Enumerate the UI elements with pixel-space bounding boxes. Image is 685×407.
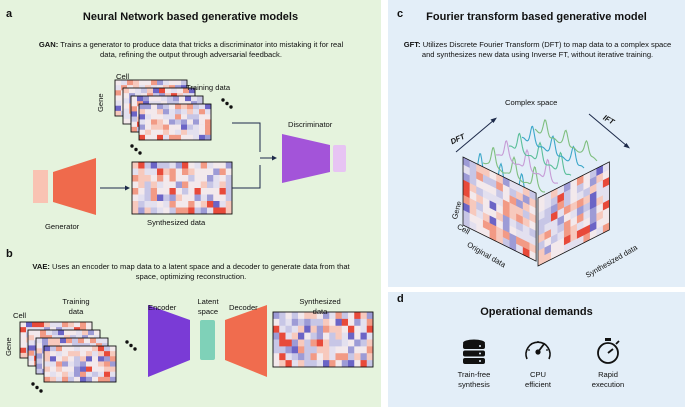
train-to-disc-connector	[232, 122, 261, 152]
disc-arrowhead	[272, 155, 277, 161]
panel-d	[388, 292, 685, 407]
vae-term: VAE:	[32, 262, 50, 271]
vae-training-stack	[19, 321, 117, 383]
generator-funnel	[53, 158, 96, 215]
gft-term: GFT:	[403, 40, 421, 49]
gan-training-stack	[114, 79, 212, 141]
discriminator-output-block	[333, 145, 346, 172]
stopwatch-icon	[597, 338, 620, 364]
vae-ellipsis-bottom	[31, 382, 43, 393]
gan-ellipsis-right	[221, 98, 233, 109]
discriminator-label: Discriminator	[288, 120, 333, 129]
gan-description: GAN: Trains a generator to produce data …	[30, 40, 352, 61]
vae-cell-label: Cell	[13, 311, 27, 320]
generator-label: Generator	[45, 222, 80, 231]
synth-to-disc-connector	[232, 165, 261, 189]
gan-term: GAN:	[38, 40, 59, 49]
vae-description: VAE: Uses an encoder to map data to a la…	[30, 262, 352, 283]
panel-d-title: Operational demands	[480, 306, 593, 318]
gan-diagram	[33, 79, 346, 215]
gauge-icon	[525, 341, 551, 360]
database-icon	[463, 339, 485, 364]
synthesized-data-heatmap	[537, 161, 610, 267]
dft-arrowhead	[490, 117, 497, 123]
gft-diagram	[455, 113, 630, 267]
gft-description: GFT: Utilizes Discrete Fourier Transform…	[400, 40, 675, 61]
gan-synthesized-heatmap	[131, 161, 233, 215]
panel-d-letter: d	[397, 293, 404, 305]
vae-diagram	[19, 305, 374, 393]
decoder-funnel	[225, 305, 267, 377]
dft-arrow	[455, 119, 495, 153]
encoder-funnel	[148, 305, 190, 377]
discriminator-funnel	[282, 134, 330, 183]
panel-c-letter: c	[397, 8, 404, 20]
panel-b-letter: b	[6, 248, 13, 260]
gen-to-synth-arrowhead	[125, 185, 130, 191]
gan-cell-label: Cell	[116, 72, 130, 81]
vae-text: Uses an encoder to map data to a latent …	[52, 262, 350, 282]
ift-arrow	[588, 113, 628, 147]
vae-ellipsis-right	[125, 340, 137, 351]
generator-small-block	[33, 170, 48, 203]
panel-a-title: Neural Network based generative models	[82, 11, 299, 23]
complex-space-label: Complex space	[505, 98, 558, 107]
original-data-heatmap	[462, 156, 537, 262]
panel-c-title: Fourier transform based generative model	[426, 11, 647, 23]
latent-block	[200, 320, 215, 360]
gan-text: Trains a generator to produce data that …	[60, 40, 344, 60]
gan-synthesized-label: Synthesized data	[147, 218, 206, 227]
gan-ellipsis-bottom	[130, 144, 142, 155]
gan-training-label: Training data	[186, 83, 231, 92]
complex-space-waves	[469, 119, 598, 202]
gft-text: Utilizes Discrete Fourier Transform (DFT…	[421, 40, 672, 60]
decoder-label: Decoder	[229, 303, 258, 312]
ift-arrowhead	[623, 143, 630, 149]
encoder-label: Encoder	[148, 303, 177, 312]
panel-a-letter: a	[6, 8, 13, 20]
vae-synthesized-heatmap	[272, 311, 374, 368]
